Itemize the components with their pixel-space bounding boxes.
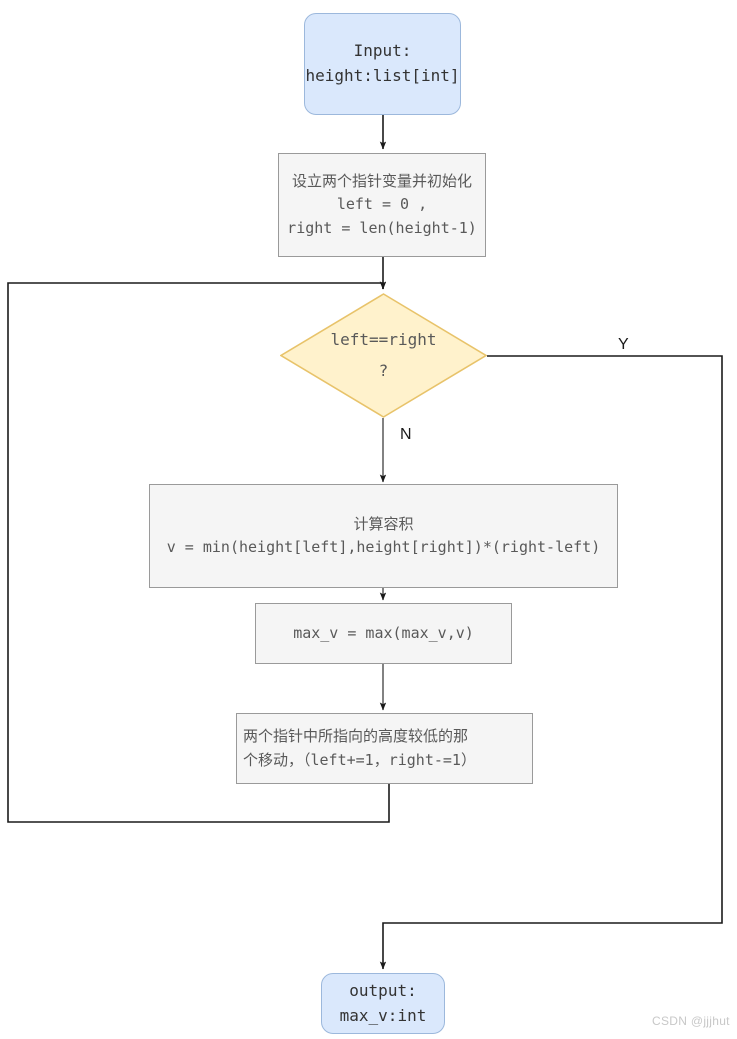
- node-output-line-1: output:: [349, 980, 417, 1000]
- node-move-pointer-line-2: 个移动，（left+=1，right-=1）: [243, 750, 476, 769]
- node-compute-line-2: v = min(height[left],height[right])*(rig…: [166, 538, 601, 556]
- node-decision-line-2: ?: [378, 360, 389, 380]
- node-decision-line-1: left==right: [330, 330, 437, 350]
- node-input: Input: height:list[int]: [304, 13, 461, 115]
- node-init-line-3: right = len(height-1): [287, 218, 477, 237]
- node-move-pointer-line-1: 两个指针中所指向的高度较低的那: [243, 727, 469, 746]
- node-update-max: max_v = max(max_v,v): [255, 603, 512, 664]
- watermark: CSDN @jjjhut: [652, 1014, 730, 1028]
- node-decision: left==right ?: [280, 293, 487, 418]
- edge-label-no: N: [400, 426, 412, 443]
- node-output: output: max_v:int: [321, 973, 445, 1034]
- decision-diamond-shape: [280, 293, 487, 418]
- node-move-pointer: 两个指针中所指向的高度较低的那 个移动，（left+=1，right-=1）: [236, 713, 533, 784]
- edge-loopback-to-decision: [7, 281, 390, 823]
- decision-label-group: left==right ?: [280, 293, 487, 418]
- node-input-line-2: height:list[int]: [305, 66, 460, 85]
- edge-decision-yes-to-output: [379, 355, 723, 970]
- node-update-max-line-1: max_v = max(max_v,v): [293, 623, 474, 642]
- node-init-line-2: left = 0 ,: [336, 195, 428, 214]
- node-compute-line-1: 计算容积: [353, 514, 414, 533]
- node-init-line-1: 设立两个指针变量并初始化: [291, 172, 472, 191]
- node-compute: 计算容积 v = min(height[left],height[right])…: [149, 484, 618, 588]
- node-output-line-2: max_v:int: [339, 1005, 427, 1025]
- node-input-line-1: Input:: [353, 41, 412, 61]
- edge-label-yes: Y: [618, 336, 629, 353]
- node-init: 设立两个指针变量并初始化 left = 0 , right = len(heig…: [278, 153, 486, 257]
